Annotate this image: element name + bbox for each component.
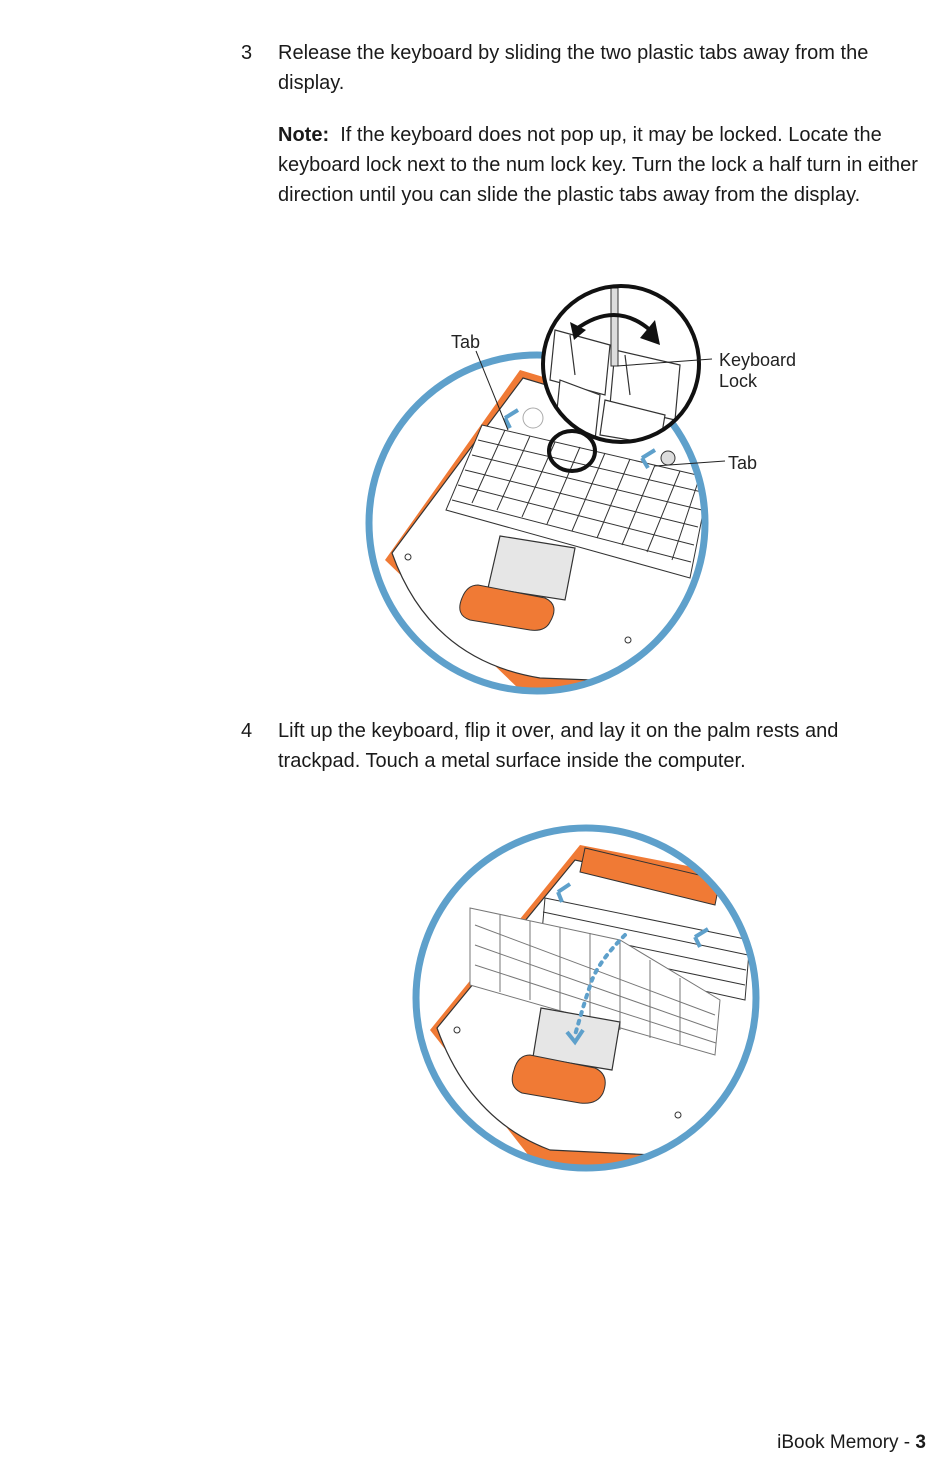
label-tab-left: Tab	[451, 332, 480, 352]
tab-arrow-left	[556, 882, 572, 903]
step-number: 3	[241, 42, 253, 64]
trackpad-button	[459, 584, 555, 631]
rotate-arrowhead-left	[570, 322, 586, 340]
lock-highlight	[547, 429, 597, 473]
page-number: 3	[915, 1432, 926, 1453]
trackpad	[487, 535, 576, 601]
keyboard-flipped	[469, 907, 721, 1056]
tab-left-socket	[522, 407, 544, 429]
detail-circle	[365, 351, 709, 695]
figure-keyboard-flipped	[412, 824, 760, 1172]
screwdriver	[610, 287, 619, 367]
zoom-keys	[549, 329, 681, 442]
step-text: Release the keyboard by sliding the two …	[278, 42, 869, 94]
label-tab-right: Tab	[728, 453, 757, 473]
detail-circle	[412, 824, 760, 1172]
footer-title: iBook Memory -	[777, 1432, 916, 1453]
laptop-illustration	[385, 370, 705, 690]
flip-arrowhead	[565, 1028, 585, 1046]
zoom-circle	[541, 284, 701, 444]
leader-keyboard-lock	[616, 358, 713, 367]
label-lock: Lock	[719, 371, 758, 391]
laptop-illustration	[430, 845, 756, 1168]
step-text: Lift up the keyboard, flip it over, and …	[278, 720, 839, 772]
rotate-arrow	[573, 313, 652, 332]
trackpad-button	[511, 1054, 606, 1104]
hinge	[579, 847, 721, 906]
note: Note: If the keyboard does not pop up, i…	[278, 120, 923, 210]
tab-arrow-right	[693, 927, 710, 948]
tab-right-socket	[660, 450, 676, 466]
rotate-arrowhead-right	[640, 320, 660, 345]
leader-tab-left	[475, 350, 509, 431]
leader-tab-right	[654, 460, 726, 467]
figure-keyboard-lock: Tab Keyboard Lock Tab	[365, 284, 796, 695]
screw-left	[453, 1026, 461, 1034]
flip-path-arrow	[573, 933, 627, 1037]
note-label: Note:	[278, 124, 330, 146]
screw-right	[674, 1111, 682, 1119]
page-footer: iBook Memory - 3	[777, 1432, 926, 1454]
screw-right	[624, 636, 632, 644]
step-number: 4	[241, 720, 253, 742]
label-keyboard: Keyboard	[719, 350, 796, 370]
tab-arrow-left	[503, 408, 520, 429]
screw-left	[404, 553, 412, 561]
note-text: If the keyboard does not pop up, it may …	[278, 124, 918, 206]
tab-arrow-right	[640, 448, 657, 470]
